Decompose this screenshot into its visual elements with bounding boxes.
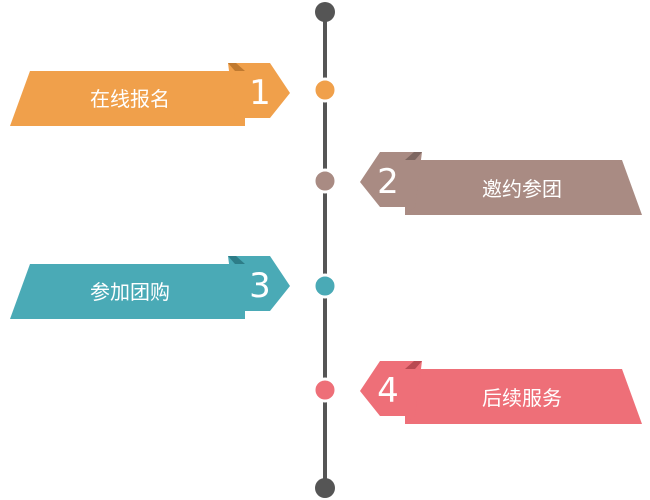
timeline-bottom-cap	[315, 478, 335, 498]
step-2: 邀约参团 2	[312, 152, 642, 215]
step-3-fold	[228, 256, 245, 264]
step-3-tab	[228, 256, 290, 319]
step-4-fold	[405, 361, 422, 369]
step-4: 后续服务 4	[312, 361, 642, 424]
step-4-banner	[405, 369, 642, 424]
step-1-fold	[228, 63, 245, 71]
step-1-number: 1	[249, 73, 271, 113]
step-4-tab	[360, 361, 422, 424]
step-3-dot	[312, 273, 338, 299]
step-2-tab	[360, 152, 422, 215]
step-3-banner	[10, 264, 245, 319]
step-2-banner	[405, 160, 642, 215]
step-2-label: 邀约参团	[482, 177, 562, 201]
step-2-fold	[405, 152, 422, 160]
step-4-number: 4	[377, 371, 399, 411]
step-3: 参加团购 3	[10, 256, 338, 319]
step-1: 在线报名 1	[10, 63, 338, 126]
step-2-number: 2	[377, 162, 399, 202]
step-4-dot	[312, 377, 338, 403]
step-3-label: 参加团购	[90, 280, 170, 304]
step-4-label: 后续服务	[482, 386, 562, 410]
step-1-label: 在线报名	[90, 87, 170, 111]
step-3-number: 3	[249, 266, 271, 306]
step-1-banner	[10, 71, 245, 126]
step-1-tab	[228, 63, 290, 126]
step-2-dot	[312, 168, 338, 194]
timeline-top-cap	[315, 2, 335, 22]
step-1-dot	[312, 77, 338, 103]
